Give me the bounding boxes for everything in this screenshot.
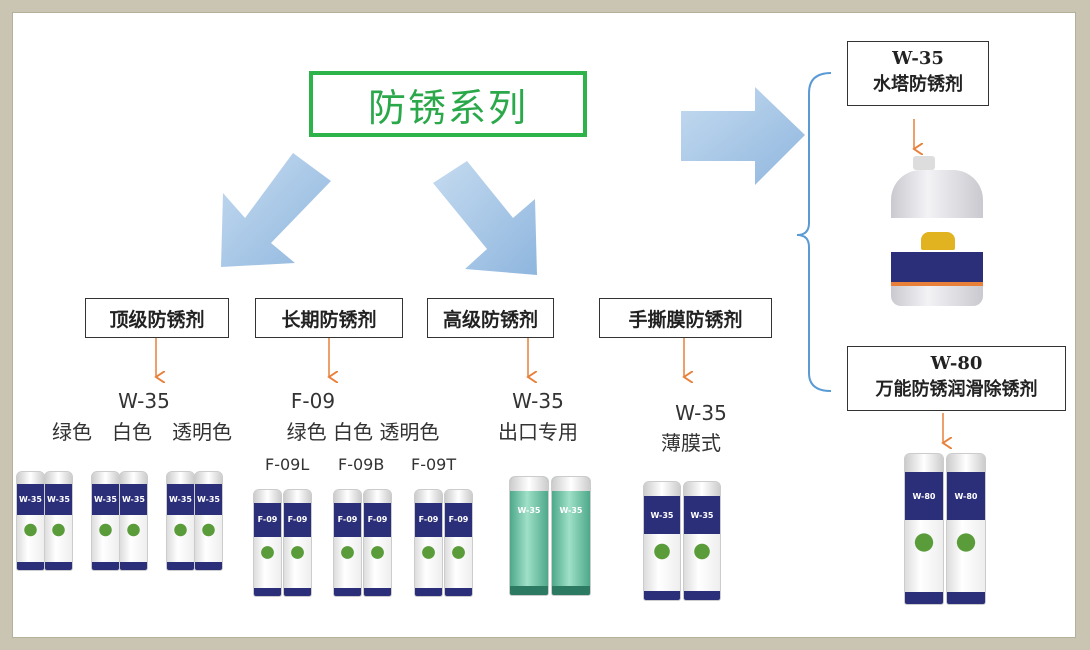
product-box-universal: W-80 万能防锈润滑除锈剂 <box>847 346 1066 411</box>
product-box-water-tower: W-35 水塔防锈剂 <box>847 41 989 106</box>
variant-label: 薄膜式 <box>661 431 721 455</box>
arrow-down-left-icon <box>221 153 331 267</box>
can-label: F-09 <box>445 502 472 537</box>
spray-can: W-80 <box>904 453 944 605</box>
can-label: F-09 <box>254 502 281 537</box>
variant-label: 出口专用 <box>498 420 578 444</box>
can-label: W-35 <box>684 496 720 534</box>
spray-can: W-80 <box>946 453 986 605</box>
spray-can: F-09 <box>363 489 392 597</box>
spray-can: W-35 <box>91 471 120 571</box>
series-title: 防锈系列 <box>309 71 587 137</box>
product-model: W-35 <box>892 48 944 69</box>
product-name: 万能防锈润滑除锈剂 <box>875 379 1038 400</box>
can-label: W-80 <box>947 472 985 520</box>
spray-can: W-35 <box>119 471 148 571</box>
can-label: F-09 <box>334 502 361 537</box>
spray-can: W-35 <box>194 471 223 571</box>
category-peelable-film: 手撕膜防锈剂 <box>599 298 772 338</box>
can-label: F-09 <box>364 502 391 537</box>
can-label: W-35 <box>167 483 194 516</box>
model-label: W-35 <box>118 389 170 413</box>
category-advanced: 高级防锈剂 <box>427 298 554 338</box>
product-model: W-80 <box>930 353 983 374</box>
model-label: W-35 <box>675 401 727 425</box>
code-label: F-09T <box>411 455 457 474</box>
spray-can: W-35 <box>643 481 681 601</box>
product-name: 水塔防锈剂 <box>873 74 963 95</box>
can-label: W-35 <box>92 483 119 516</box>
slide: 防锈系列 顶级防锈剂 长期防锈剂 高级防锈剂 手撕膜防锈剂 W-35 绿色 白色… <box>12 12 1076 638</box>
arrow-down-right-icon <box>433 161 537 275</box>
can-label: W-35 <box>517 505 541 515</box>
spray-can: W-35 <box>166 471 195 571</box>
can-label: F-09 <box>415 502 442 537</box>
variant-label: 绿色 白色 透明色 <box>286 420 440 444</box>
connectors <box>13 72 1077 639</box>
spray-can: W-35 <box>509 476 549 596</box>
spray-can: F-09 <box>333 489 362 597</box>
variant-label: 绿色 白色 透明色 <box>52 420 232 444</box>
category-long-term: 长期防锈剂 <box>255 298 403 338</box>
can-label: W-35 <box>644 496 680 534</box>
spray-can: F-09 <box>444 489 473 597</box>
spray-can: W-35 <box>44 471 73 571</box>
can-label: F-09 <box>284 502 311 537</box>
code-label: F-09L <box>265 455 310 474</box>
spray-can: W-35 <box>551 476 591 596</box>
can-label: W-35 <box>195 483 222 516</box>
category-top-grade: 顶级防锈剂 <box>85 298 229 338</box>
jug-image <box>891 156 983 306</box>
can-label: W-35 <box>45 483 72 516</box>
spray-can: W-35 <box>16 471 45 571</box>
can-label: W-80 <box>905 472 943 520</box>
spray-can: F-09 <box>253 489 282 597</box>
model-label: F-09 <box>290 389 336 413</box>
brace <box>796 72 832 392</box>
code-label: F-09B <box>338 455 385 474</box>
can-label: W-35 <box>17 483 44 516</box>
can-label: W-35 <box>120 483 147 516</box>
spray-can: W-35 <box>683 481 721 601</box>
model-label: W-35 <box>512 389 564 413</box>
spray-can: F-09 <box>283 489 312 597</box>
arrow-right-icon <box>681 87 805 185</box>
spray-can: F-09 <box>414 489 443 597</box>
can-label: W-35 <box>559 505 583 515</box>
